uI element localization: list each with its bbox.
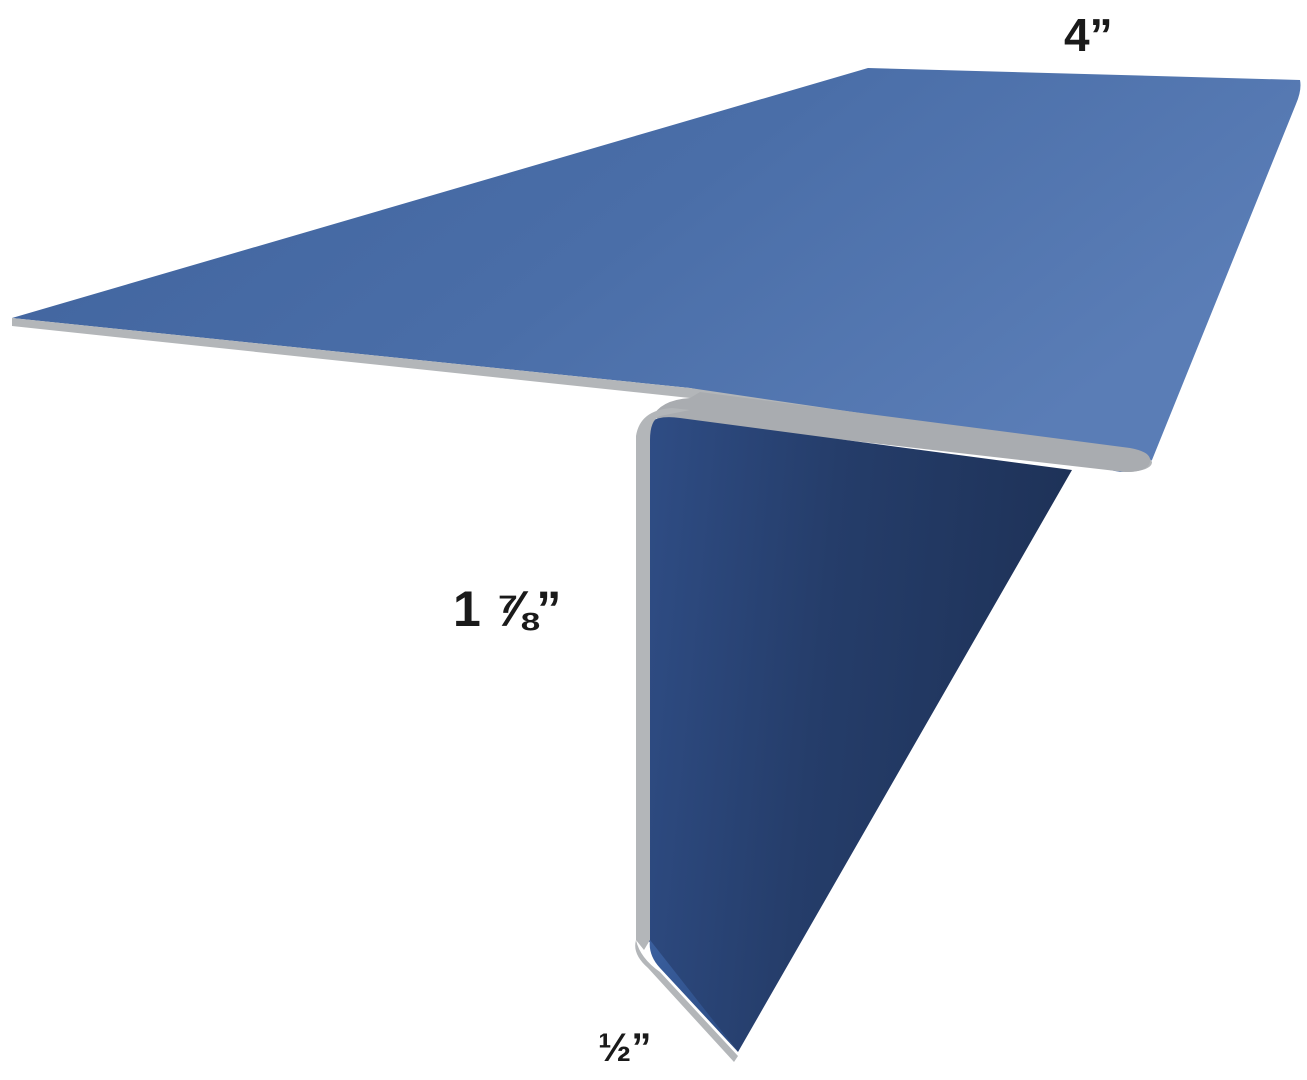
bottom-kick-label: ½”: [598, 1026, 652, 1070]
face-height-label: 1 ⅞”: [453, 581, 562, 637]
vertical-face: [648, 417, 1072, 1053]
top-flange-surface: [12, 68, 1301, 472]
top-flange-edge: [12, 318, 1152, 472]
face-left-edge: [636, 408, 690, 950]
bottom-kick-face: [649, 940, 738, 1052]
bottom-kick: [635, 940, 738, 1062]
top-width-label: 4”: [1064, 9, 1113, 61]
hem-fold: [652, 392, 1151, 472]
